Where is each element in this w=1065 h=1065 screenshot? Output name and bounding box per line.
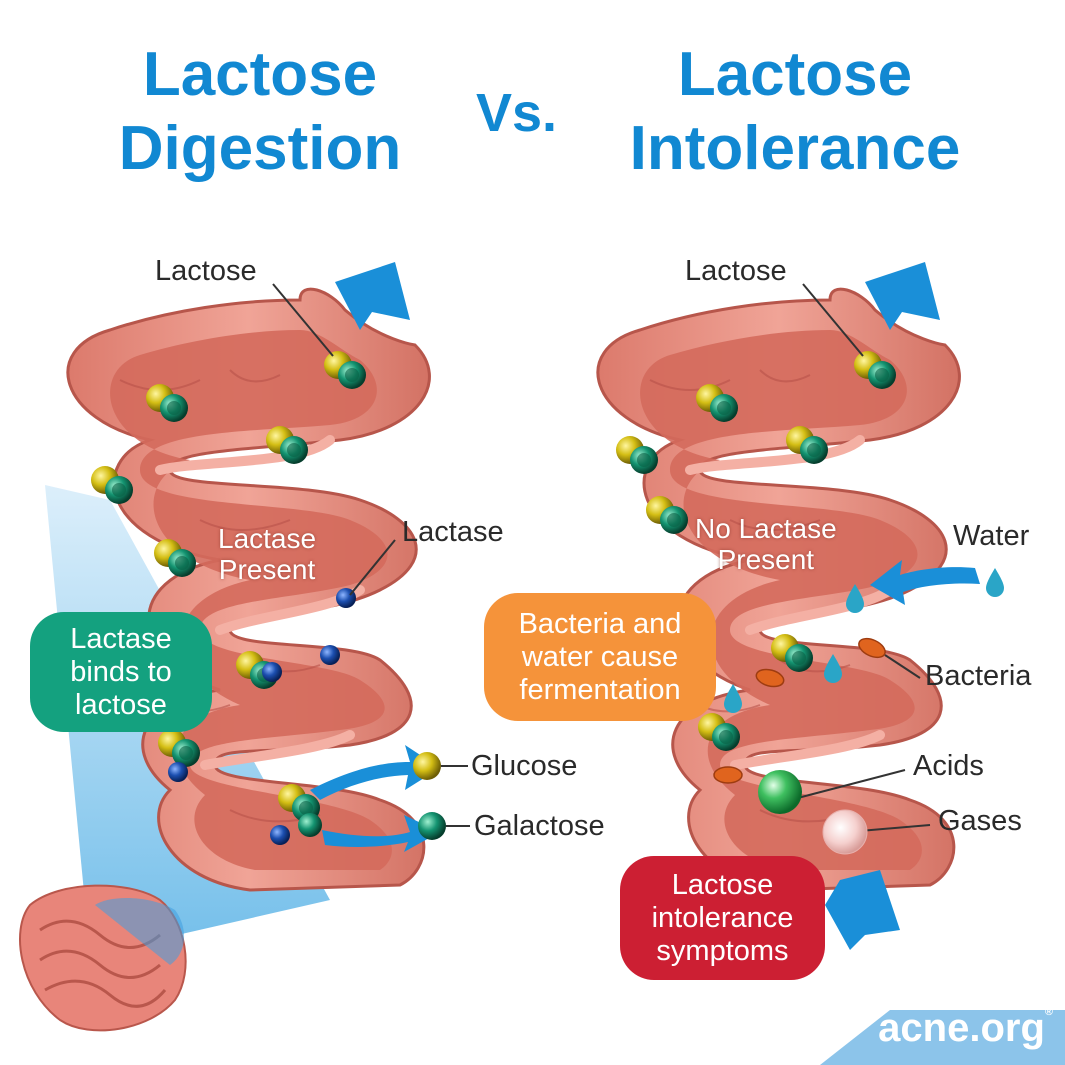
label-lactose-left: Lactose (155, 255, 257, 287)
no-lactase-line2: Present (717, 544, 815, 575)
callout-symptoms: Lactose intolerance symptoms (620, 856, 825, 980)
fermentation-line2: water cause (521, 640, 679, 673)
label-gases: Gases (938, 805, 1022, 837)
binds-line2: binds to (70, 655, 172, 688)
fermentation-line1: Bacteria and (518, 607, 682, 640)
logo-text: acne.org (878, 1006, 1045, 1050)
fermentation-line3: fermentation (519, 673, 681, 706)
label-lactase: Lactase (402, 516, 504, 548)
title-lactose-digestion: Lactose Digestion (95, 38, 425, 186)
logo-banner (820, 1010, 1065, 1065)
title-lactose-intolerance: Lactose Intolerance (605, 38, 985, 186)
label-glucose: Glucose (471, 750, 578, 782)
symptoms-line2: intolerance (651, 901, 794, 934)
title-vs: Vs. (476, 83, 558, 143)
lactase-present-line1: Lactase (218, 523, 317, 554)
label-water: Water (953, 520, 1030, 552)
label-bacteria: Bacteria (925, 660, 1032, 692)
title-right-line2: Intolerance (629, 114, 961, 183)
title-left-line1: Lactose (142, 40, 378, 109)
binds-line1: Lactase (70, 622, 172, 655)
callout-lactase-binds: Lactase binds to lactose (30, 612, 212, 732)
lactase-present-line2: Present (218, 554, 316, 585)
title-left-line2: Digestion (118, 114, 402, 183)
registered-mark: ® (1044, 1006, 1053, 1018)
binds-line3: lactose (75, 688, 167, 721)
symptoms-line1: Lactose (671, 868, 774, 901)
title-right-line1: Lactose (677, 40, 913, 109)
label-lactose-right: Lactose (685, 255, 787, 287)
callout-fermentation: Bacteria and water cause fermentation (484, 593, 716, 721)
label-no-lactase-present: No Lactase Present (695, 513, 837, 575)
small-intestine-icon (19, 884, 187, 1032)
no-lactase-line1: No Lactase (695, 513, 837, 544)
label-lactase-present: Lactase Present (218, 523, 316, 585)
label-acids: Acids (913, 750, 984, 782)
label-galactose: Galactose (474, 810, 605, 842)
acne-org-logo[interactable]: acne.org® (878, 1006, 1053, 1051)
symptoms-line3: symptoms (656, 934, 789, 967)
